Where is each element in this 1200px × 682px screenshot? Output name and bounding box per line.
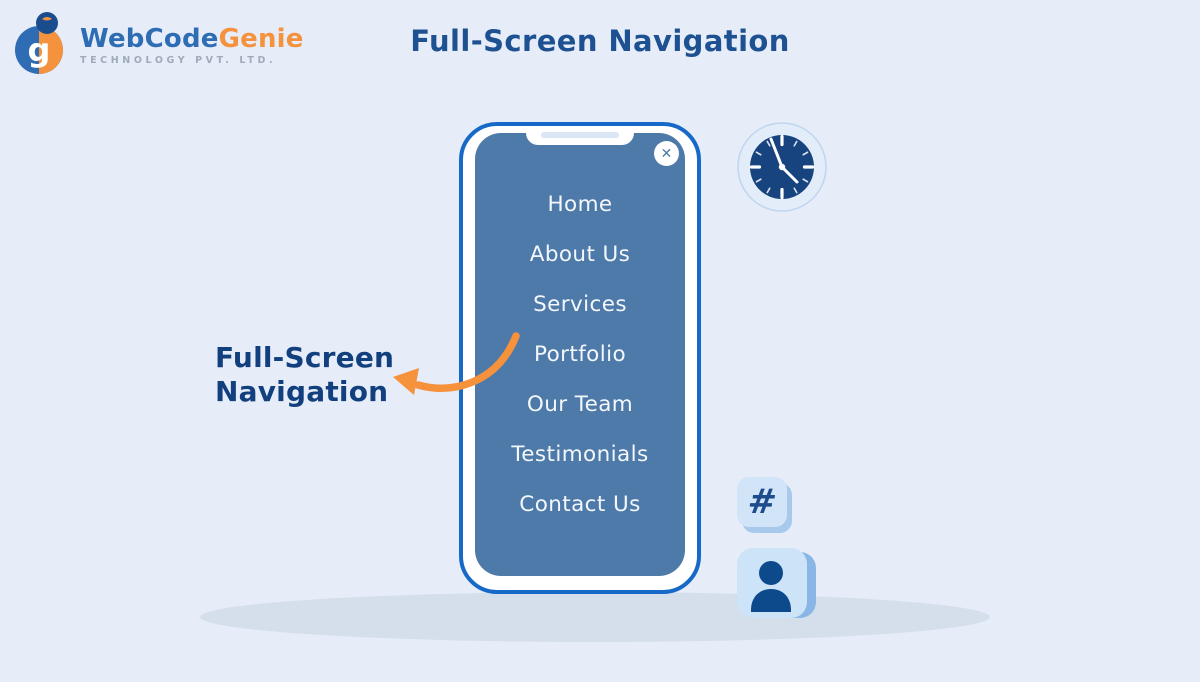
menu-item[interactable]: Services bbox=[533, 291, 627, 317]
person-icon bbox=[737, 548, 807, 618]
hash-glyph: # bbox=[745, 482, 779, 522]
logo-text-block: WebCodeGenie TECHNOLOGY PVT. LTD. bbox=[80, 26, 304, 66]
menu-item[interactable]: Contact Us bbox=[519, 491, 641, 517]
caption-line1: Full-Screen bbox=[215, 341, 395, 374]
page-title: Full-Screen Navigation bbox=[410, 24, 790, 58]
brand-name-primary: WebCode bbox=[80, 24, 219, 54]
caption-line2: Navigation bbox=[215, 375, 389, 408]
menu-item[interactable]: About Us bbox=[529, 241, 631, 267]
hashtag-icon: # bbox=[737, 477, 787, 527]
menu-item[interactable]: Portfolio bbox=[533, 341, 627, 367]
webcodegenie-logo-icon: g bbox=[15, 12, 63, 74]
brand-name: WebCodeGenie bbox=[80, 26, 304, 52]
menu-item[interactable]: Testimonials bbox=[511, 441, 649, 467]
logo-letter: g bbox=[28, 31, 51, 69]
hashtag-tile: # bbox=[737, 477, 793, 534]
close-icon: ✕ bbox=[660, 145, 673, 162]
brand-name-secondary: Genie bbox=[218, 24, 304, 54]
menu-item[interactable]: Our Team bbox=[526, 391, 634, 417]
menu-item[interactable]: Home bbox=[547, 191, 613, 217]
phone-speaker bbox=[541, 132, 619, 138]
brand-tagline: TECHNOLOGY PVT. LTD. bbox=[80, 55, 277, 66]
brand-logo: g WebCodeGenie TECHNOLOGY PVT. LTD. bbox=[10, 6, 304, 76]
annotation-caption: Full-Screen Navigation bbox=[215, 341, 394, 409]
close-menu-button[interactable]: ✕ bbox=[654, 141, 679, 166]
annotation-arrow-icon bbox=[393, 332, 520, 395]
person-tile bbox=[737, 548, 817, 620]
clock-icon bbox=[737, 122, 827, 212]
floor-shadow-ellipse bbox=[200, 592, 990, 642]
